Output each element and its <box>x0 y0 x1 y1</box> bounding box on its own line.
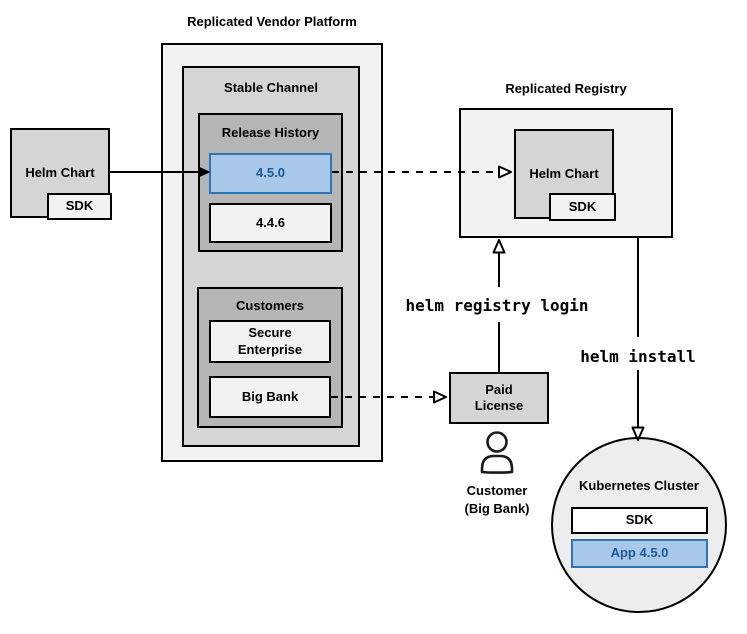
stable-channel-title: Stable Channel <box>224 80 318 95</box>
customer-caption: Customer (Big Bank) <box>464 483 530 516</box>
release-4-5-0-label: 4.5.0 <box>256 165 285 181</box>
registry-helm-chart-label: Helm Chart <box>529 165 599 181</box>
helm-chart-source-label: Helm Chart <box>25 164 95 180</box>
kubernetes-sdk-label: SDK <box>625 512 654 528</box>
registry-sdk-label: SDK <box>568 198 597 214</box>
release-4-5-0-box: 4.5.0 <box>209 153 332 194</box>
kubernetes-app-label: App 4.5.0 <box>610 545 669 561</box>
customer-secure-enterprise-box: Secure Enterprise <box>209 320 331 363</box>
paid-license-box: Paid License <box>449 372 549 424</box>
release-history-title: Release History <box>221 125 320 140</box>
helm-chart-source-sdk-label: SDK <box>65 198 94 214</box>
release-4-4-6-label: 4.4.6 <box>256 214 285 230</box>
customers-title: Customers <box>236 298 304 313</box>
helm-registry-login-command: helm registry login <box>405 296 589 315</box>
paid-license-label: Paid License <box>474 381 524 413</box>
customer-secure-enterprise-label: Secure Enterprise <box>237 325 303 357</box>
release-4-4-6-box: 4.4.6 <box>209 203 332 243</box>
helm-chart-source-box: Helm Chart SDK <box>10 128 112 220</box>
helm-chart-source-sdk-box: SDK <box>47 193 112 220</box>
arrow-registry-to-cluster <box>631 238 645 441</box>
vendor-platform-title: Replicated Vendor Platform <box>187 14 357 29</box>
helm-install-command: helm install <box>580 347 696 366</box>
customer-big-bank-label: Big Bank <box>241 388 299 404</box>
registry-sdk-box: SDK <box>549 193 616 221</box>
kubernetes-app-box: App 4.5.0 <box>571 539 708 568</box>
registry-helm-chart-box: Helm Chart SDK <box>514 129 616 221</box>
kubernetes-cluster-title: Kubernetes Cluster <box>579 478 699 493</box>
registry-title: Replicated Registry <box>505 81 627 96</box>
customer-person-icon <box>480 431 514 474</box>
kubernetes-sdk-box: SDK <box>571 507 708 534</box>
customer-big-bank-box: Big Bank <box>209 376 331 418</box>
kubernetes-cluster-circle: Kubernetes Cluster SDK App 4.5.0 <box>551 437 727 613</box>
